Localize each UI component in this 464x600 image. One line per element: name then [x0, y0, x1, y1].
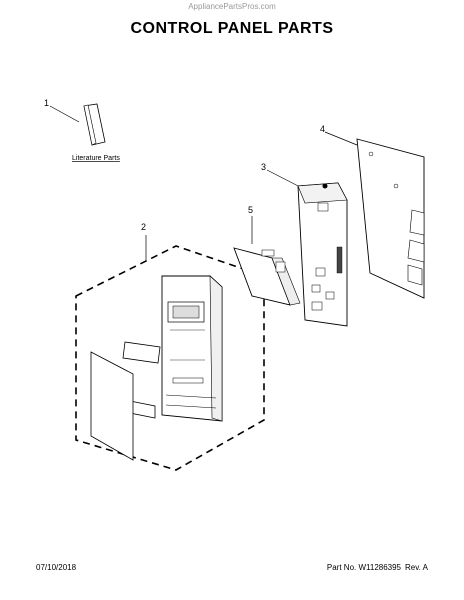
page-title: CONTROL PANEL PARTS [130, 20, 334, 37]
revision: Rev. A [405, 563, 428, 572]
overlay-panel [90, 351, 134, 461]
literature-booklet [83, 103, 106, 146]
callout-4: 4 [320, 124, 325, 134]
leader-line-4 [324, 131, 358, 146]
assembly-outline [75, 245, 265, 471]
back-board [356, 138, 425, 299]
window-insert [122, 341, 161, 364]
bracket-part [233, 247, 301, 306]
control-board [297, 182, 348, 327]
callout-2: 2 [141, 222, 146, 232]
callout-3: 3 [261, 162, 266, 172]
leader-line-1 [49, 105, 80, 123]
literature-label: Literature Parts [72, 155, 120, 162]
callout-1: 1 [44, 98, 49, 108]
watermark: AppliancePartsPros.com [188, 2, 276, 11]
small-insert [129, 400, 156, 419]
footer-date: 07/10/2018 [36, 563, 77, 572]
control-panel-front [161, 275, 223, 422]
part-number: Part No. W11286395 [326, 563, 402, 572]
callout-5: 5 [248, 205, 253, 215]
